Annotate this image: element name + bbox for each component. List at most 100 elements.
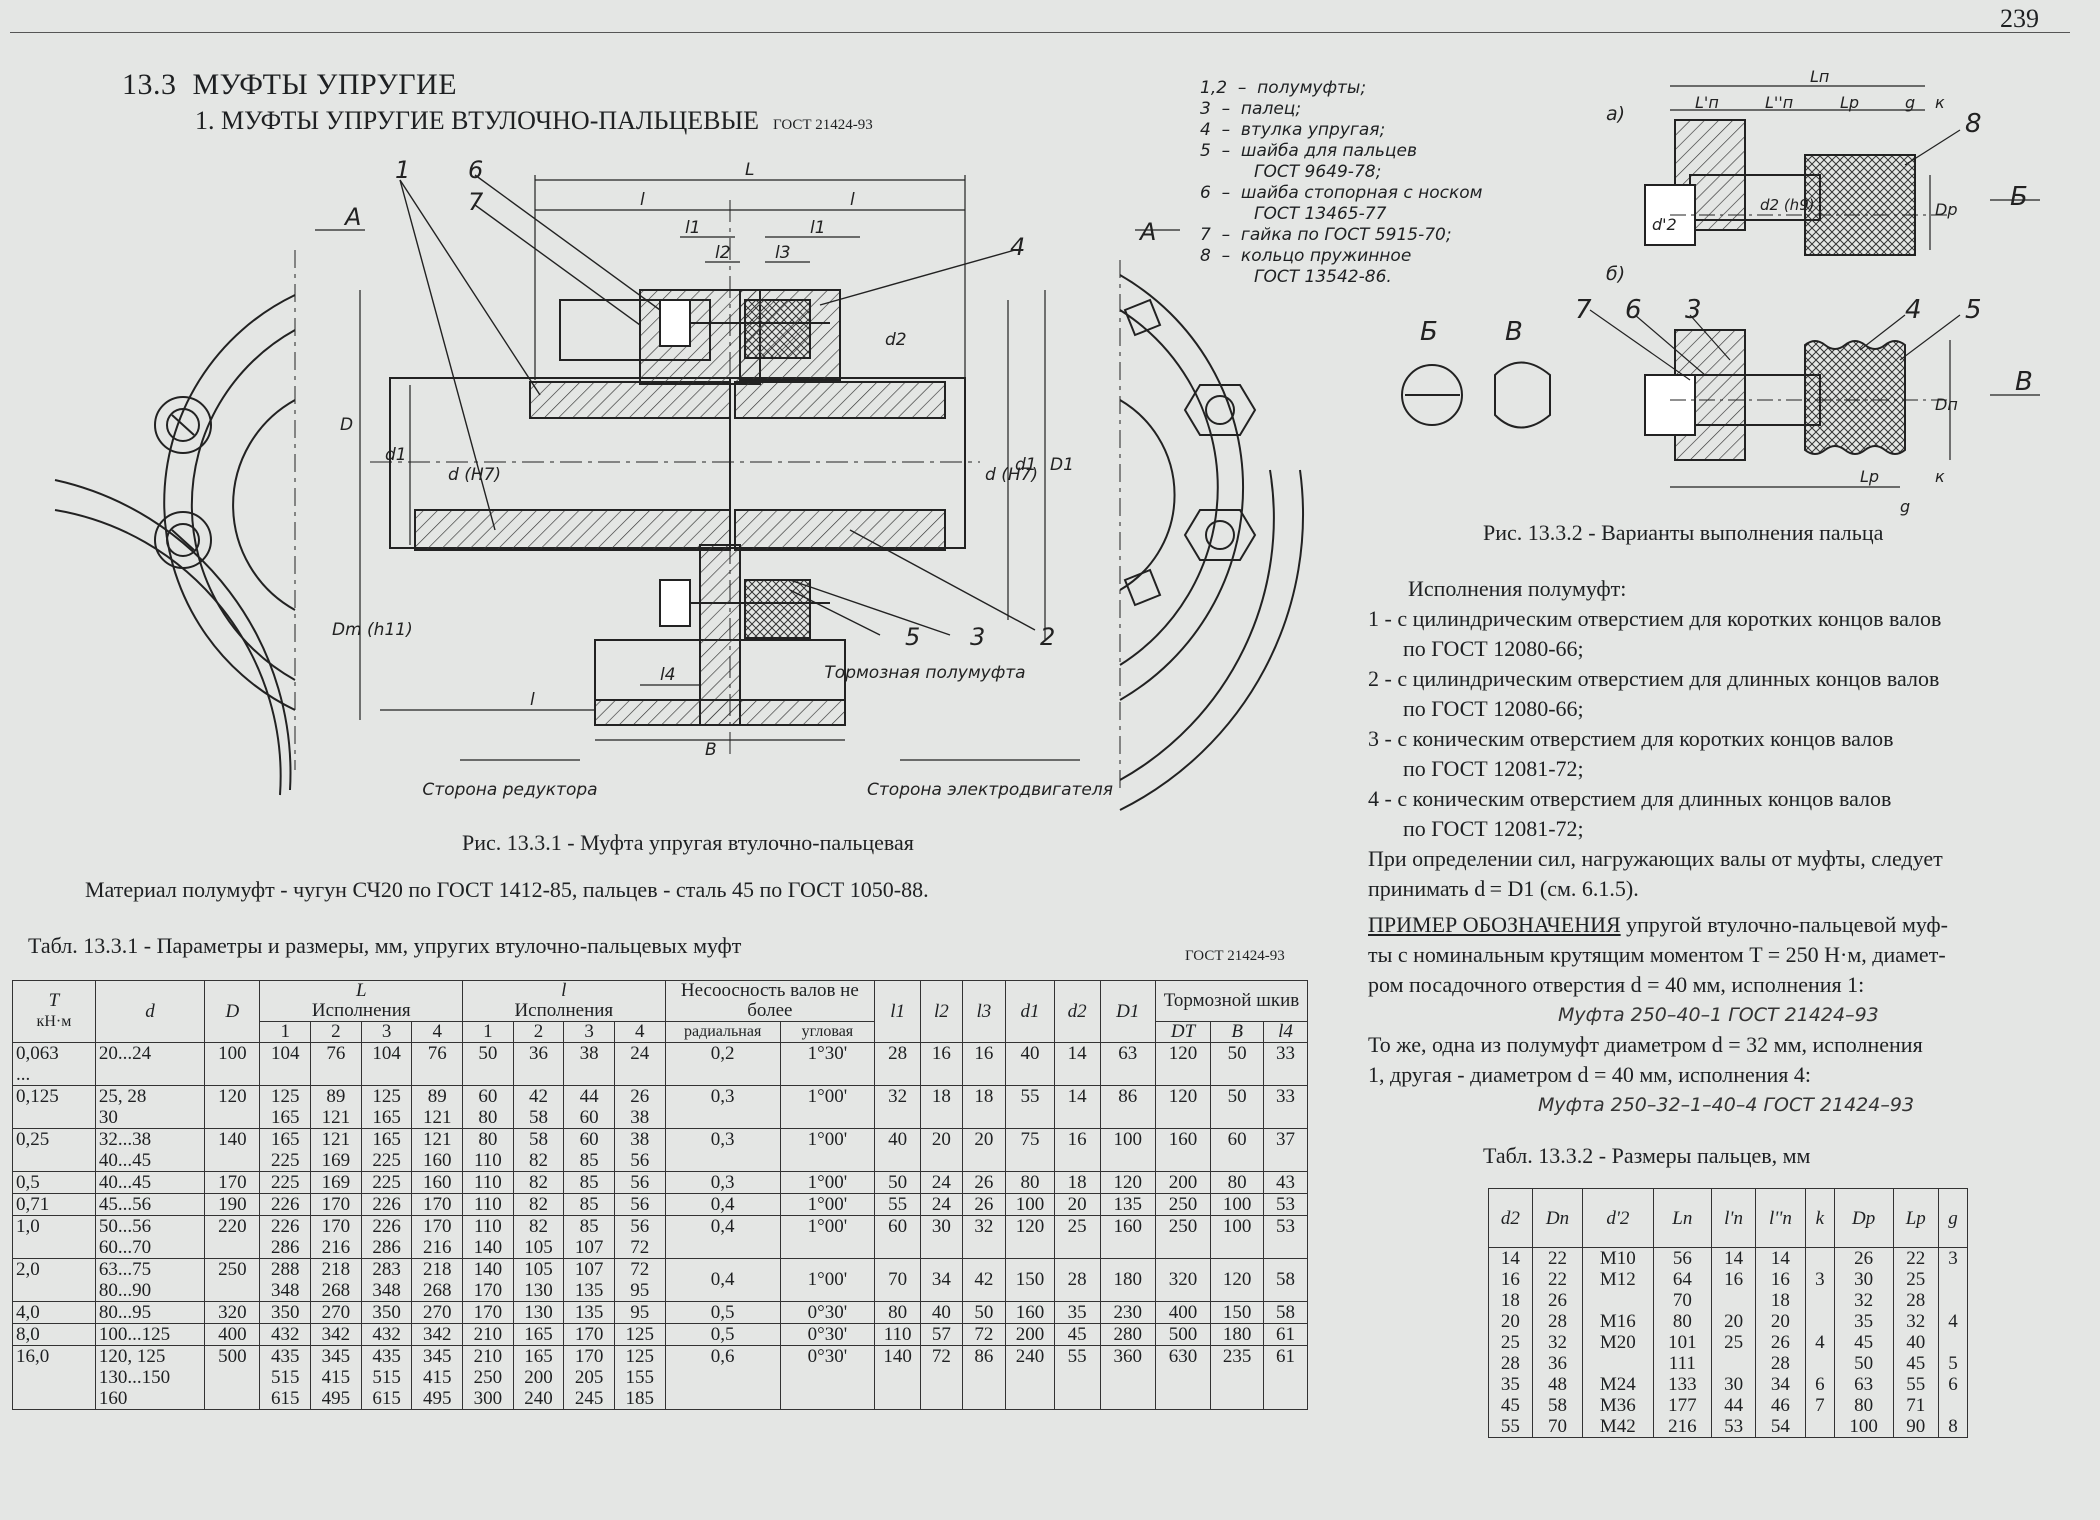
table-cell: 125 xyxy=(613,1323,666,1346)
table-cell: 250 xyxy=(1154,1193,1212,1216)
table-cell: 76 xyxy=(411,1042,464,1086)
dim-D: D xyxy=(340,415,353,435)
force-note: принимать d = D1 (см. 6.1.5). xyxy=(1368,876,1639,901)
table-cell: 40...45 xyxy=(94,1171,206,1194)
table-cell: 230 xyxy=(1099,1301,1156,1324)
left-view-brake-arc xyxy=(54,479,292,791)
table-cell: 56 xyxy=(613,1193,666,1216)
dim-l: l xyxy=(530,690,535,710)
table-cell: 58 xyxy=(1263,1258,1308,1302)
callout-7: 7 xyxy=(468,188,484,216)
dim-Ln1: L'п xyxy=(1695,93,1719,112)
nut-icon xyxy=(1183,509,1257,561)
view-label-a: A xyxy=(343,203,361,231)
callout-6: 6 xyxy=(468,156,483,184)
table-cell: 0,6 xyxy=(664,1345,781,1410)
section-v-icon xyxy=(1494,361,1551,429)
callout-4: 4 xyxy=(1905,295,1922,325)
exec-item: по ГОСТ 12080-66; xyxy=(1403,636,1584,661)
view-label-a: A xyxy=(1138,218,1156,246)
material-note: Материал полумуфт - чугун СЧ20 по ГОСТ 1… xyxy=(85,877,929,902)
table-cell: 0,3 xyxy=(664,1128,781,1172)
table-cell: 240 xyxy=(1005,1345,1055,1410)
section-title-b: Б xyxy=(1420,317,1438,347)
th-B: B xyxy=(1210,1021,1265,1043)
table-cell: 110 xyxy=(874,1323,922,1346)
table-cell: 0,4 xyxy=(664,1193,781,1216)
same-line: 1, другая - диаметром d = 40 мм, исполне… xyxy=(1368,1062,1812,1087)
parts-legend: 1,2 – полумуфты;3 – палец;4 – втулка упр… xyxy=(1200,78,1483,287)
table-cell: 63 xyxy=(1099,1042,1156,1086)
table-cell: 85 xyxy=(563,1193,615,1216)
table-cell: 58 xyxy=(1263,1301,1308,1324)
table-cell: 55 xyxy=(874,1193,922,1216)
table-cell: 53 xyxy=(1263,1193,1308,1216)
table-cell: 18 xyxy=(1053,1171,1101,1194)
exec-item: по ГОСТ 12081-72; xyxy=(1403,756,1584,781)
section-mark-b: Б xyxy=(2010,182,2028,212)
table-cell: 220 xyxy=(204,1215,261,1259)
table-cell: 0°30' xyxy=(779,1323,876,1346)
table-cell: 500 xyxy=(1154,1323,1212,1346)
th-num: 3 xyxy=(360,1021,413,1043)
th-num: 2 xyxy=(310,1021,362,1043)
table-cell: 82 xyxy=(512,1171,565,1194)
table-cell: 25 xyxy=(1053,1215,1101,1259)
dim-d-h7: d (H7) xyxy=(985,465,1038,485)
th-d: d xyxy=(94,980,206,1043)
table-cell: 80 xyxy=(874,1301,922,1324)
dim-l: l xyxy=(640,190,645,210)
table-cell: 30 xyxy=(920,1215,963,1259)
th-num: 2 xyxy=(512,1021,565,1043)
example-line: ты с номинальным крутящим моментом T = 2… xyxy=(1368,942,1946,967)
dim-d2-h9: d2 (h9) xyxy=(1760,196,1815,214)
callout-5: 5 xyxy=(1965,295,1982,325)
table-cell: 226 xyxy=(360,1193,413,1216)
table-cell: 16 xyxy=(920,1042,963,1086)
table-cell: 135 xyxy=(1099,1193,1156,1216)
table-cell: 100 xyxy=(1210,1193,1265,1216)
table-cell: 16 xyxy=(1053,1128,1101,1172)
table-cell: 500 xyxy=(204,1345,261,1410)
dim-L: L xyxy=(745,160,754,180)
table-cell: 140 xyxy=(204,1128,261,1172)
table-cell: 0,3 xyxy=(664,1085,781,1129)
table-cell: 80 xyxy=(1210,1171,1265,1194)
table-cell: 50 xyxy=(1210,1085,1265,1129)
table-cell: 100 xyxy=(1210,1215,1265,1259)
table-cell: 86 xyxy=(961,1345,1007,1410)
table-cell: 360 xyxy=(1099,1345,1156,1410)
elastic-sleeve xyxy=(744,299,811,359)
table-cell: 76 xyxy=(310,1042,362,1086)
table-cell: 16 xyxy=(961,1042,1007,1086)
table-cell: 170 xyxy=(462,1301,514,1324)
dim-Ln: Lп xyxy=(1810,67,1829,86)
table2-caption: Табл. 13.3.2 - Размеры пальцев, мм xyxy=(1483,1143,1811,1168)
table1-caption: Табл. 13.3.1 - Параметры и размеры, мм, … xyxy=(28,933,742,958)
table-cell: 75 xyxy=(1005,1128,1055,1172)
table-cell: 16,0 xyxy=(12,1345,96,1410)
table-cell: 50 xyxy=(874,1171,922,1194)
example-line: ром посадочного отверстия d = 40 мм, исп… xyxy=(1368,972,1865,997)
table-cell: 61 xyxy=(1263,1345,1308,1410)
table-cell: 169 xyxy=(310,1171,362,1194)
